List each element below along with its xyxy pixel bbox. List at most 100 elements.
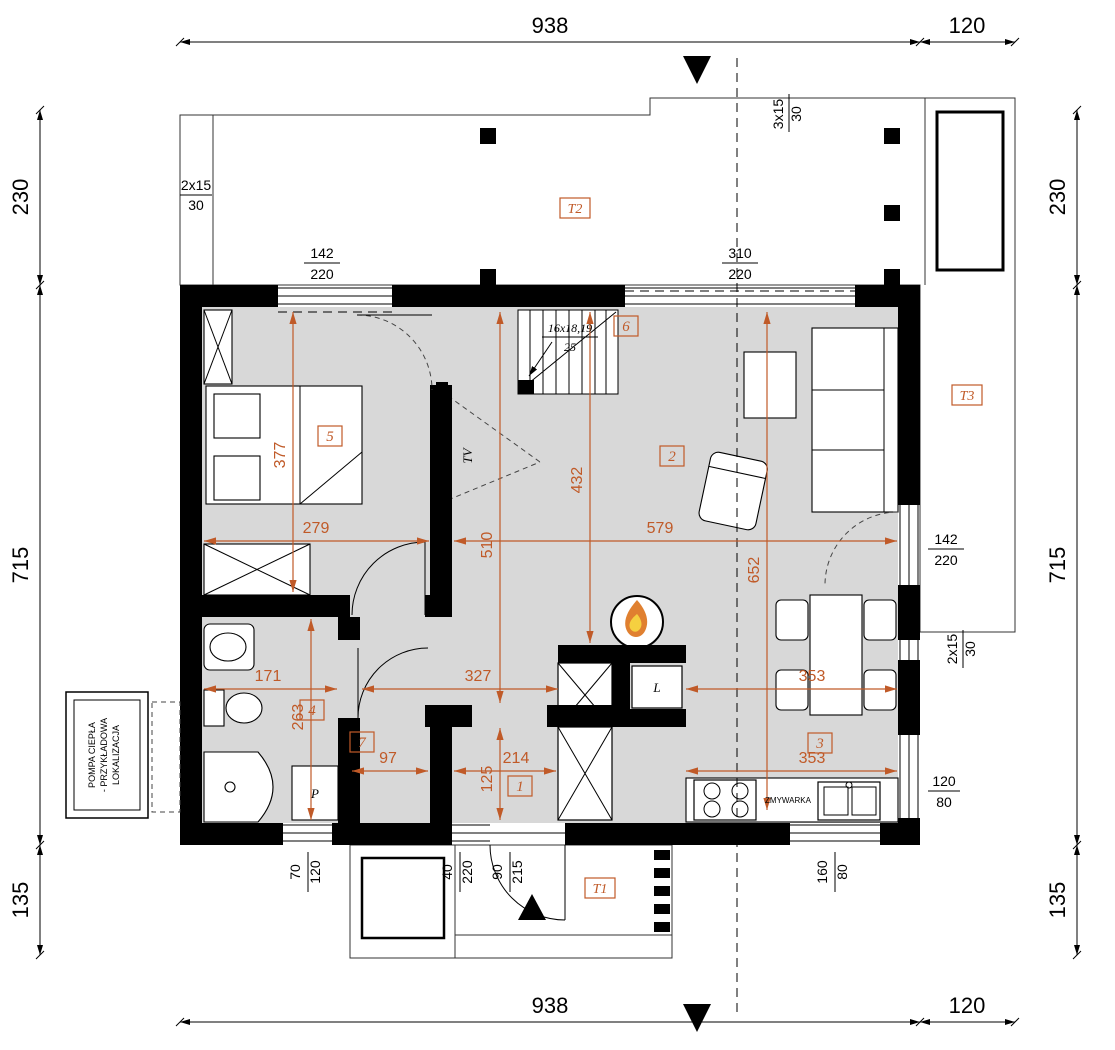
dim-279: 279 <box>303 520 330 537</box>
stairs-label: 16x18,19 25 <box>542 321 598 354</box>
heat-pump-note: POMPA CIEPŁA - PRZYKŁADOWA LOKALIZACJA <box>65 691 181 819</box>
dim-right-bot: 135 <box>1045 882 1070 919</box>
living-furniture <box>436 327 899 531</box>
chair <box>863 599 897 641</box>
win-bath-w: 70 <box>287 864 303 880</box>
section-line <box>518 56 738 1032</box>
dim-right-mid: 715 <box>1045 547 1070 584</box>
coffee-table <box>743 351 797 419</box>
chair <box>775 599 809 641</box>
doors <box>351 314 899 921</box>
tv-label: TV <box>460 446 475 463</box>
section-marker-bottom <box>683 1004 711 1032</box>
entrance-arrow <box>518 894 546 920</box>
dim-510: 510 <box>479 532 496 559</box>
washer-label: P <box>310 786 319 801</box>
dim-353a: 353 <box>799 668 826 685</box>
shaft-boxes <box>557 662 613 821</box>
room-4: 4 <box>308 703 316 719</box>
dim-652: 652 <box>746 557 763 584</box>
stairs-width: 25 <box>564 340 576 354</box>
washing-machine <box>291 765 339 821</box>
dim-left-bot: 135 <box>8 882 33 919</box>
room-1: 1 <box>516 779 524 795</box>
win-right-h: 220 <box>934 552 958 568</box>
dim-125: 125 <box>479 766 496 793</box>
fixture-labels: TV L P ZMYWARKA <box>310 446 812 805</box>
toilet-tank <box>203 689 225 727</box>
walls <box>180 285 920 845</box>
terrace-t2-t3-outline <box>179 97 1016 633</box>
dim-left-mid: 715 <box>8 547 33 584</box>
win-kitchen-right-h: 80 <box>936 794 952 810</box>
t1-hatch-column <box>654 850 670 932</box>
win-kitchen-w: 160 <box>814 860 830 884</box>
heat-pump-line3: LOKALIZACJA <box>111 725 121 785</box>
chair <box>863 669 897 711</box>
washbasin <box>209 632 247 662</box>
sofa <box>811 327 899 513</box>
terrace-t1-outline <box>349 844 673 959</box>
dim-263: 263 <box>290 704 307 731</box>
section-marker-top <box>683 56 711 84</box>
entry-step <box>360 856 446 940</box>
dim-left-top: 230 <box>8 179 33 216</box>
dim-97: 97 <box>379 750 397 767</box>
win-bedroom-w: 142 <box>310 245 334 261</box>
entry-side-h: 220 <box>459 860 475 884</box>
dim-bottom-side: 120 <box>949 993 986 1018</box>
win-right-small-h: 30 <box>962 641 978 657</box>
entry-door-w: 90 <box>489 864 505 880</box>
heat-pump-line1: POMPA CIEPŁA <box>87 722 97 788</box>
terrace-glazing-panel <box>935 110 1005 272</box>
entry-door-h: 215 <box>509 860 525 884</box>
heat-pump-unit <box>151 701 181 813</box>
dim-579: 579 <box>647 520 674 537</box>
win-top-small-h: 30 <box>788 106 804 122</box>
heat-pump-line2: - PRZYKŁADOWA <box>99 718 109 792</box>
stove <box>693 779 757 821</box>
dining-furniture <box>775 594 897 716</box>
windows <box>278 287 919 842</box>
shower <box>203 751 274 823</box>
terrace-t3-label: T3 <box>960 389 975 404</box>
room-2: 2 <box>668 449 676 465</box>
shower-drain <box>224 781 236 793</box>
dim-353b: 353 <box>799 750 826 767</box>
terrace-columns <box>480 128 900 285</box>
room-6: 6 <box>622 319 630 335</box>
pillow <box>213 455 261 501</box>
terrace-t1-label: T1 <box>593 882 608 897</box>
dim-top-side: 120 <box>949 13 986 38</box>
dim-432: 432 <box>569 467 586 494</box>
door-arc-bathroom <box>357 647 429 719</box>
dining-table <box>809 594 863 716</box>
win-bedroom-h: 220 <box>310 266 334 282</box>
win-kitchen-right-w: 120 <box>932 773 956 789</box>
bathroom-fixtures <box>203 623 339 823</box>
toilet <box>225 692 263 724</box>
fridge <box>631 665 683 709</box>
win-left-small-h: 30 <box>188 197 204 213</box>
interior-dimensions: 377 279 510 432 579 652 171 263 97 327 2… <box>204 312 897 820</box>
fireplace <box>610 595 664 649</box>
door-arc-entrance <box>489 844 566 921</box>
fridge-label: L <box>652 680 660 695</box>
bedroom-furniture <box>203 309 363 596</box>
dim-171: 171 <box>255 668 282 685</box>
win-living-w: 310 <box>728 245 752 261</box>
win-living-h: 220 <box>728 266 752 282</box>
win-left-small-w: 2x15 <box>181 177 212 193</box>
room-5: 5 <box>326 429 334 445</box>
armchair <box>698 451 768 531</box>
kitchen-fixtures <box>631 665 899 823</box>
dim-327: 327 <box>465 668 492 685</box>
outer-dimensions: 938 120 938 120 230 715 135 230 715 135 <box>8 13 1082 1027</box>
terrace-t2-label: T2 <box>568 202 583 217</box>
dishwasher-label: ZMYWARKA <box>765 796 812 805</box>
dim-214: 214 <box>503 750 530 767</box>
win-right-w: 142 <box>934 531 958 547</box>
win-kitchen-h: 80 <box>834 864 850 880</box>
